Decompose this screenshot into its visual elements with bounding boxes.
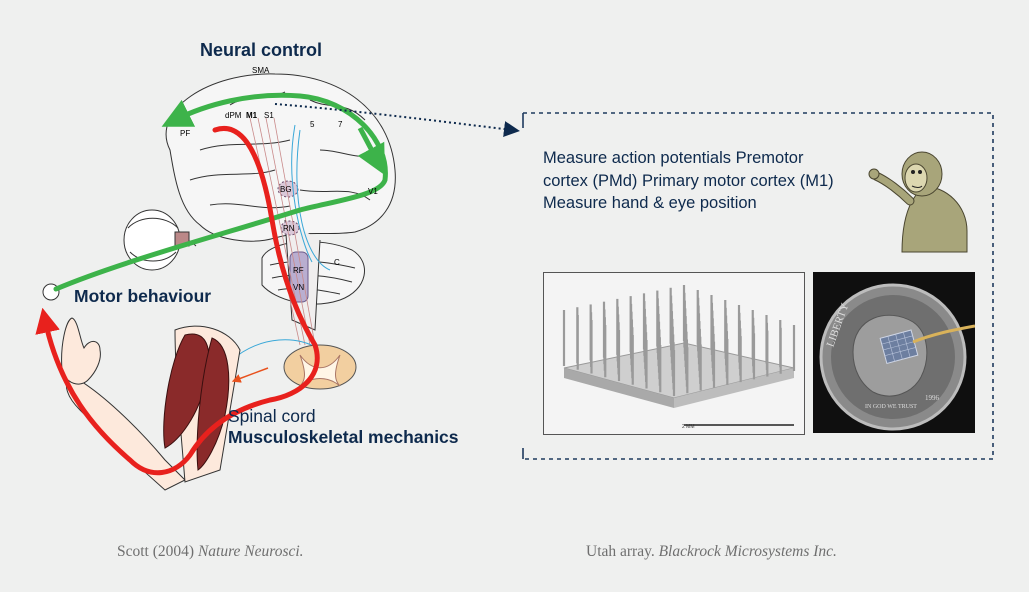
- dotted-link-arrow: [274, 103, 520, 137]
- dime-comparison-photo: LIBERTY IN GOD WE TRUST 1996: [813, 272, 975, 433]
- caption-right-name: Utah array.: [586, 543, 655, 560]
- measurement-box: [522, 112, 994, 460]
- caption-right: Utah array. Blackrock Microsystems Inc.: [586, 543, 837, 561]
- label-dpm: dPM: [225, 111, 242, 120]
- label-vn: VN: [293, 283, 304, 292]
- neural-control-diagram: SMA PF dPM M1 S1 5 7 BG RN RF VN C V1: [35, 66, 520, 491]
- caption-left-journal: Nature Neurosci.: [197, 543, 304, 560]
- label-m1: M1: [246, 111, 258, 120]
- red-motor-arrow: [35, 126, 320, 476]
- green-feedback-arrow: [53, 92, 388, 292]
- monkey-illustration: [868, 151, 968, 253]
- muscle-red-arrow: [231, 367, 269, 383]
- green-arrow-head-right: [357, 126, 386, 176]
- label-pf: PF: [180, 129, 190, 138]
- label-bg: BG: [280, 185, 292, 194]
- dime-year: 1996: [925, 394, 940, 402]
- label-rn: RN: [283, 224, 295, 233]
- caption-left-author: Scott (2004): [117, 543, 195, 560]
- spinal-cord-label: Spinal cord: [228, 406, 316, 426]
- label-sma: SMA: [252, 66, 270, 75]
- label-v1: V1: [368, 187, 378, 196]
- spinal-cord-section: [283, 344, 357, 390]
- label-5: 5: [310, 120, 315, 129]
- label-rf: RF: [293, 266, 304, 275]
- motor-behaviour-label: Motor behaviour: [74, 286, 212, 306]
- array-wire: [912, 324, 975, 344]
- label-s1: S1: [264, 111, 274, 120]
- utah-array-photo: 2 MM: [543, 272, 805, 435]
- array-spikes: [562, 285, 796, 396]
- caption-right-company: Blackrock Microsystems Inc.: [658, 543, 837, 560]
- scale-label: 2 MM: [682, 424, 695, 430]
- measurement-description: Measure action potentials Premotor corte…: [543, 149, 834, 212]
- neural-control-title: Neural control: [200, 40, 323, 60]
- label-c: C: [334, 258, 340, 267]
- dime-text-trust: IN GOD WE TRUST: [865, 404, 917, 410]
- musculoskeletal-label: Musculoskeletal mechanics: [228, 427, 459, 447]
- label-7: 7: [338, 120, 343, 129]
- caption-left: Scott (2004) Nature Neurosci.: [117, 543, 304, 561]
